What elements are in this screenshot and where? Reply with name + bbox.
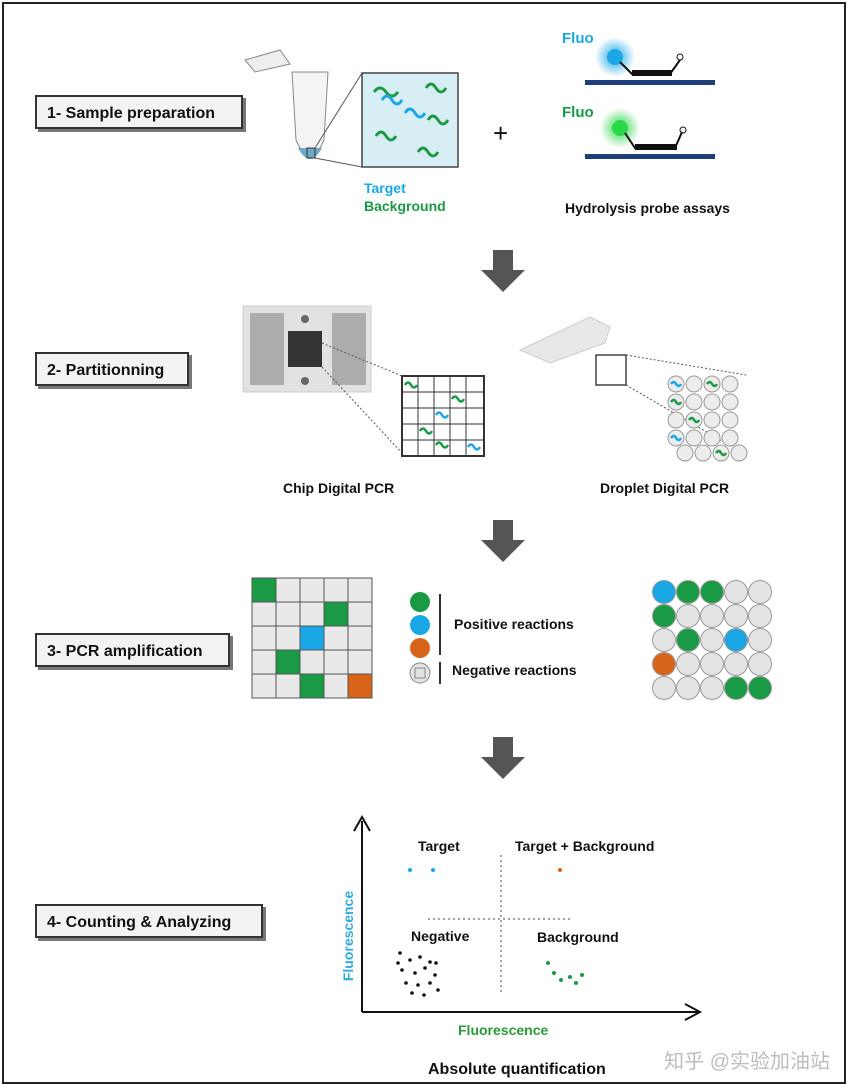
droplet-result-grid [652,580,772,700]
y-axis-label: Fluorescence [340,890,356,982]
step-1-box: 1- Sample preparation [35,95,243,129]
probe-caption: Hydrolysis probe assays [565,200,730,216]
fluo-label-blue: Fluo [562,30,594,47]
hydrolysis-probe-illustration [585,37,715,159]
watermark: 知乎 @实验加油站 [664,1051,830,1073]
x-axis-label: Fluorescence [458,1022,549,1038]
sample-tube-illustration [244,49,459,168]
chip-caption: Chip Digital PCR [283,480,395,496]
negative-reactions-label: Negative reactions [452,662,577,678]
step-2-label: 2- Partitionning [47,362,165,379]
step-3-label: 3- PCR amplification [47,643,203,660]
background-label: Background [364,198,446,214]
chip-result-grid [251,577,373,699]
quadrant-target-background-label: Target + Background [515,838,655,854]
plus-sign: + [493,118,509,148]
step-4-box: 4- Counting & Analyzing [35,904,263,938]
quadrant-negative-label: Negative [411,928,470,944]
reaction-legend-markers [409,592,441,684]
down-arrow-icon [481,250,525,292]
positive-reactions-label: Positive reactions [454,616,574,632]
chip-illustration [242,305,485,457]
droplet-illustration [518,316,748,462]
step-1-label: 1- Sample preparation [47,105,216,122]
quantification-plot [353,814,703,1021]
droplet-caption: Droplet Digital PCR [600,480,730,496]
target-label: Target [364,180,406,196]
fluo-label-green: Fluo [562,104,594,121]
plot-caption: Absolute quantification [428,1061,606,1078]
down-arrow-icon [481,737,525,779]
quadrant-background-label: Background [537,929,619,945]
quadrant-target-label: Target [418,838,460,854]
down-arrow-icon [481,520,525,562]
step-3-box: 3- PCR amplification [35,633,230,667]
step-2-box: 2- Partitionning [35,352,189,386]
step-4-label: 4- Counting & Analyzing [47,914,232,931]
